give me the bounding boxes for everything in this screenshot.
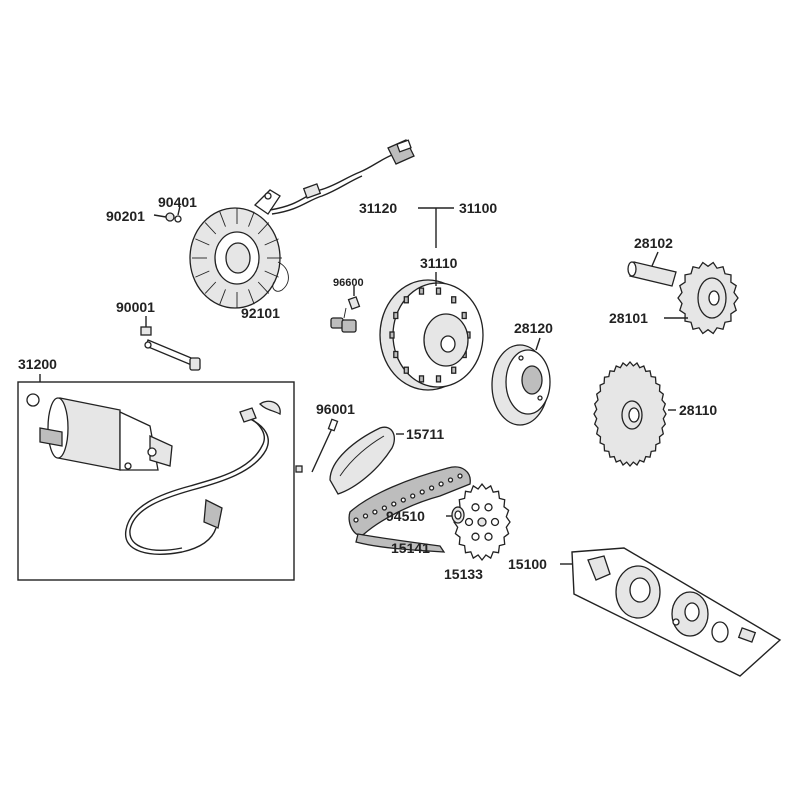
label-15141: 15141 xyxy=(391,540,430,556)
cam-chain-part xyxy=(348,466,471,553)
label-28110: 28110 xyxy=(679,402,717,418)
label-94510: 94510 xyxy=(386,508,425,524)
label-31120: 31120 xyxy=(359,200,397,216)
label-28101: 28101 xyxy=(609,310,648,326)
flywheel-screws-part xyxy=(330,286,361,333)
label-92101: 92101 xyxy=(241,305,280,321)
oil-pump-assembly-part xyxy=(560,547,782,677)
label-90401: 90401 xyxy=(158,194,197,210)
label-15133: 15133 xyxy=(444,566,483,582)
bolt-washer-part xyxy=(153,205,182,223)
label-28120: 28120 xyxy=(514,320,553,336)
label-96001: 96001 xyxy=(316,401,355,417)
label-15711: 15711 xyxy=(406,426,444,442)
label-15100: 15100 xyxy=(508,556,547,572)
label-28102: 28102 xyxy=(634,235,673,251)
cam-sprocket-part xyxy=(453,482,511,562)
stator-coil-part xyxy=(189,139,415,309)
label-31110: 31110 xyxy=(420,255,458,271)
idle-gear-part xyxy=(664,261,739,335)
starter-bolt-part xyxy=(140,316,201,371)
label-31100: 31100 xyxy=(459,200,497,216)
snap-ring-part xyxy=(446,506,465,524)
flywheel-callout-bracket xyxy=(418,207,454,286)
label-90001: 90001 xyxy=(116,299,155,315)
starter-driven-gear-part xyxy=(593,360,676,468)
idle-gear-shaft-part xyxy=(627,251,677,287)
label-96600: 96600 xyxy=(333,277,364,289)
flywheel-part xyxy=(379,279,484,391)
starter-motor-box xyxy=(17,374,295,581)
starter-clutch-part xyxy=(491,337,551,426)
label-90201: 90201 xyxy=(106,208,145,224)
label-31200: 31200 xyxy=(18,356,57,372)
chain-guide-part xyxy=(295,418,404,495)
